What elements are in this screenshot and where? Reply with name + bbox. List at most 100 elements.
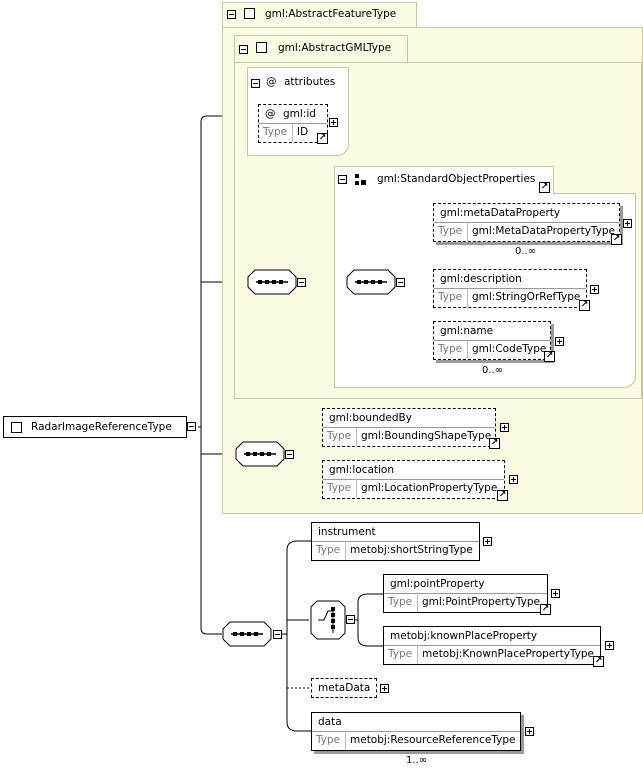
element-name: gml:location (329, 464, 395, 476)
type-label: Type (438, 343, 463, 355)
sequence-compositor[interactable] (235, 441, 285, 467)
type-label: Type (438, 225, 463, 237)
goto-group-link-icon[interactable]: ↗ (539, 182, 550, 193)
element-gml-boundedby[interactable]: gml:boundedBy Type gml:BoundingShapeType (322, 408, 496, 447)
goto-type-link-icon[interactable]: ↗ (544, 351, 555, 362)
expand-gml-id-toggle[interactable] (329, 118, 338, 127)
element-gml-pointproperty[interactable]: gml:pointProperty Type gml:PointProperty… (383, 574, 548, 613)
goto-type-link-icon[interactable]: ↗ (540, 604, 551, 615)
standard-object-properties-label: gml:StandardObjectProperties (377, 173, 536, 185)
element-data[interactable]: data Type metobj:ResourceReferenceType (311, 712, 521, 751)
element-metadata[interactable]: metaData (311, 678, 377, 698)
divider (434, 222, 619, 223)
sequence-compositor[interactable] (247, 269, 297, 295)
attributes-label: attributes (284, 76, 336, 88)
choice-compositor[interactable] (310, 600, 346, 640)
element-type: gml:StringOrRefType (472, 291, 581, 303)
expand-element-toggle[interactable] (483, 537, 492, 546)
divider (417, 593, 418, 612)
divider (356, 427, 357, 446)
element-name: gml:description (440, 273, 522, 285)
element-gml-metadataproperty[interactable]: gml:metaDataProperty Type gml:MetaDataPr… (433, 203, 620, 242)
collapse-sequence-toggle[interactable] (285, 450, 294, 459)
goto-type-link-icon[interactable]: ↗ (317, 133, 328, 144)
sequence-compositor[interactable] (222, 621, 272, 647)
element-gml-location[interactable]: gml:location Type gml:LocationPropertyTy… (322, 460, 505, 499)
element-knownplaceproperty[interactable]: metobj:knownPlaceProperty Type metobj:Kn… (383, 626, 601, 665)
root-type-label: RadarImageReferenceType (31, 421, 172, 433)
divider (417, 645, 418, 664)
divider (323, 479, 504, 480)
type-label: Type (316, 544, 341, 556)
element-type: gml:BoundingShapeType (361, 430, 492, 442)
element-name: metobj:knownPlaceProperty (390, 630, 538, 642)
attribute-at-icon: @ (266, 76, 277, 88)
collapse-sequence-toggle[interactable] (273, 630, 282, 639)
attribute-gml-id[interactable]: @ gml:id Type ID (258, 104, 328, 143)
sequence-compositor[interactable] (346, 269, 396, 295)
collapse-standard-object-properties-toggle[interactable] (338, 175, 347, 184)
element-name: instrument (318, 526, 376, 538)
expand-element-toggle[interactable] (590, 285, 599, 294)
collapse-attributes-toggle[interactable] (251, 79, 260, 88)
divider (345, 541, 346, 560)
element-type: gml:PointPropertyType (422, 596, 540, 608)
expand-element-toggle[interactable] (551, 589, 560, 598)
collapse-root-toggle[interactable] (187, 422, 196, 431)
divider (292, 123, 293, 142)
element-name: gml:metaDataProperty (440, 207, 561, 219)
expand-element-toggle[interactable] (509, 475, 518, 484)
standard-object-properties-tab (334, 166, 554, 195)
expand-element-toggle[interactable] (623, 219, 632, 228)
element-type: metobj:shortStringType (350, 544, 473, 556)
type-label: Type (388, 596, 413, 608)
complex-type-icon (11, 422, 22, 433)
divider (345, 731, 346, 750)
divider (467, 288, 468, 307)
expand-element-toggle[interactable] (500, 423, 509, 432)
abstract-gml-type-label: gml:AbstractGMLType (278, 42, 392, 54)
element-type: gml:LocationPropertyType (361, 482, 498, 494)
element-gml-name[interactable]: gml:name Type gml:CodeType (433, 321, 551, 360)
element-name: metaData (318, 682, 371, 694)
divider (312, 731, 520, 732)
expand-element-toggle[interactable] (380, 684, 389, 693)
collapse-sequence-toggle[interactable] (297, 278, 306, 287)
divider (384, 593, 547, 594)
goto-type-link-icon[interactable]: ↗ (579, 300, 590, 311)
element-name: data (318, 716, 342, 728)
divider (356, 479, 357, 498)
group-icon (355, 174, 366, 185)
abstract-feature-type-icon (244, 8, 255, 19)
element-gml-description[interactable]: gml:description Type gml:StringOrRefType (433, 269, 587, 308)
goto-type-link-icon[interactable]: ↗ (497, 490, 508, 501)
divider (467, 222, 468, 241)
element-name: gml:pointProperty (390, 578, 485, 590)
abstract-gml-tab (234, 35, 408, 64)
collapse-abstract-gml-toggle[interactable] (239, 45, 248, 54)
collapse-choice-toggle[interactable] (346, 615, 355, 624)
occurrence-label: 0..∞ (515, 246, 537, 257)
element-type: gml:MetaDataPropertyType (472, 225, 616, 237)
attribute-type: ID (297, 126, 309, 138)
divider (259, 123, 327, 124)
divider (434, 340, 550, 341)
divider (323, 427, 495, 428)
root-type-box[interactable]: RadarImageReferenceType (3, 416, 187, 438)
goto-type-link-icon[interactable]: ↗ (593, 656, 604, 667)
type-label: Type (263, 126, 288, 138)
expand-element-toggle[interactable] (525, 727, 534, 736)
collapse-sequence-toggle[interactable] (396, 278, 405, 287)
expand-element-toggle[interactable] (555, 337, 564, 346)
collapse-abstract-feature-toggle[interactable] (227, 10, 236, 19)
type-label: Type (327, 430, 352, 442)
type-label: Type (316, 734, 341, 746)
goto-type-link-icon[interactable]: ↗ (489, 438, 500, 449)
element-name: gml:name (440, 325, 494, 337)
goto-type-link-icon[interactable]: ↗ (611, 234, 622, 245)
expand-element-toggle[interactable] (605, 641, 614, 650)
divider (384, 645, 600, 646)
abstract-feature-type-label: gml:AbstractFeatureType (265, 8, 397, 20)
element-instrument[interactable]: instrument Type metobj:shortStringType (311, 522, 480, 561)
divider (312, 541, 479, 542)
